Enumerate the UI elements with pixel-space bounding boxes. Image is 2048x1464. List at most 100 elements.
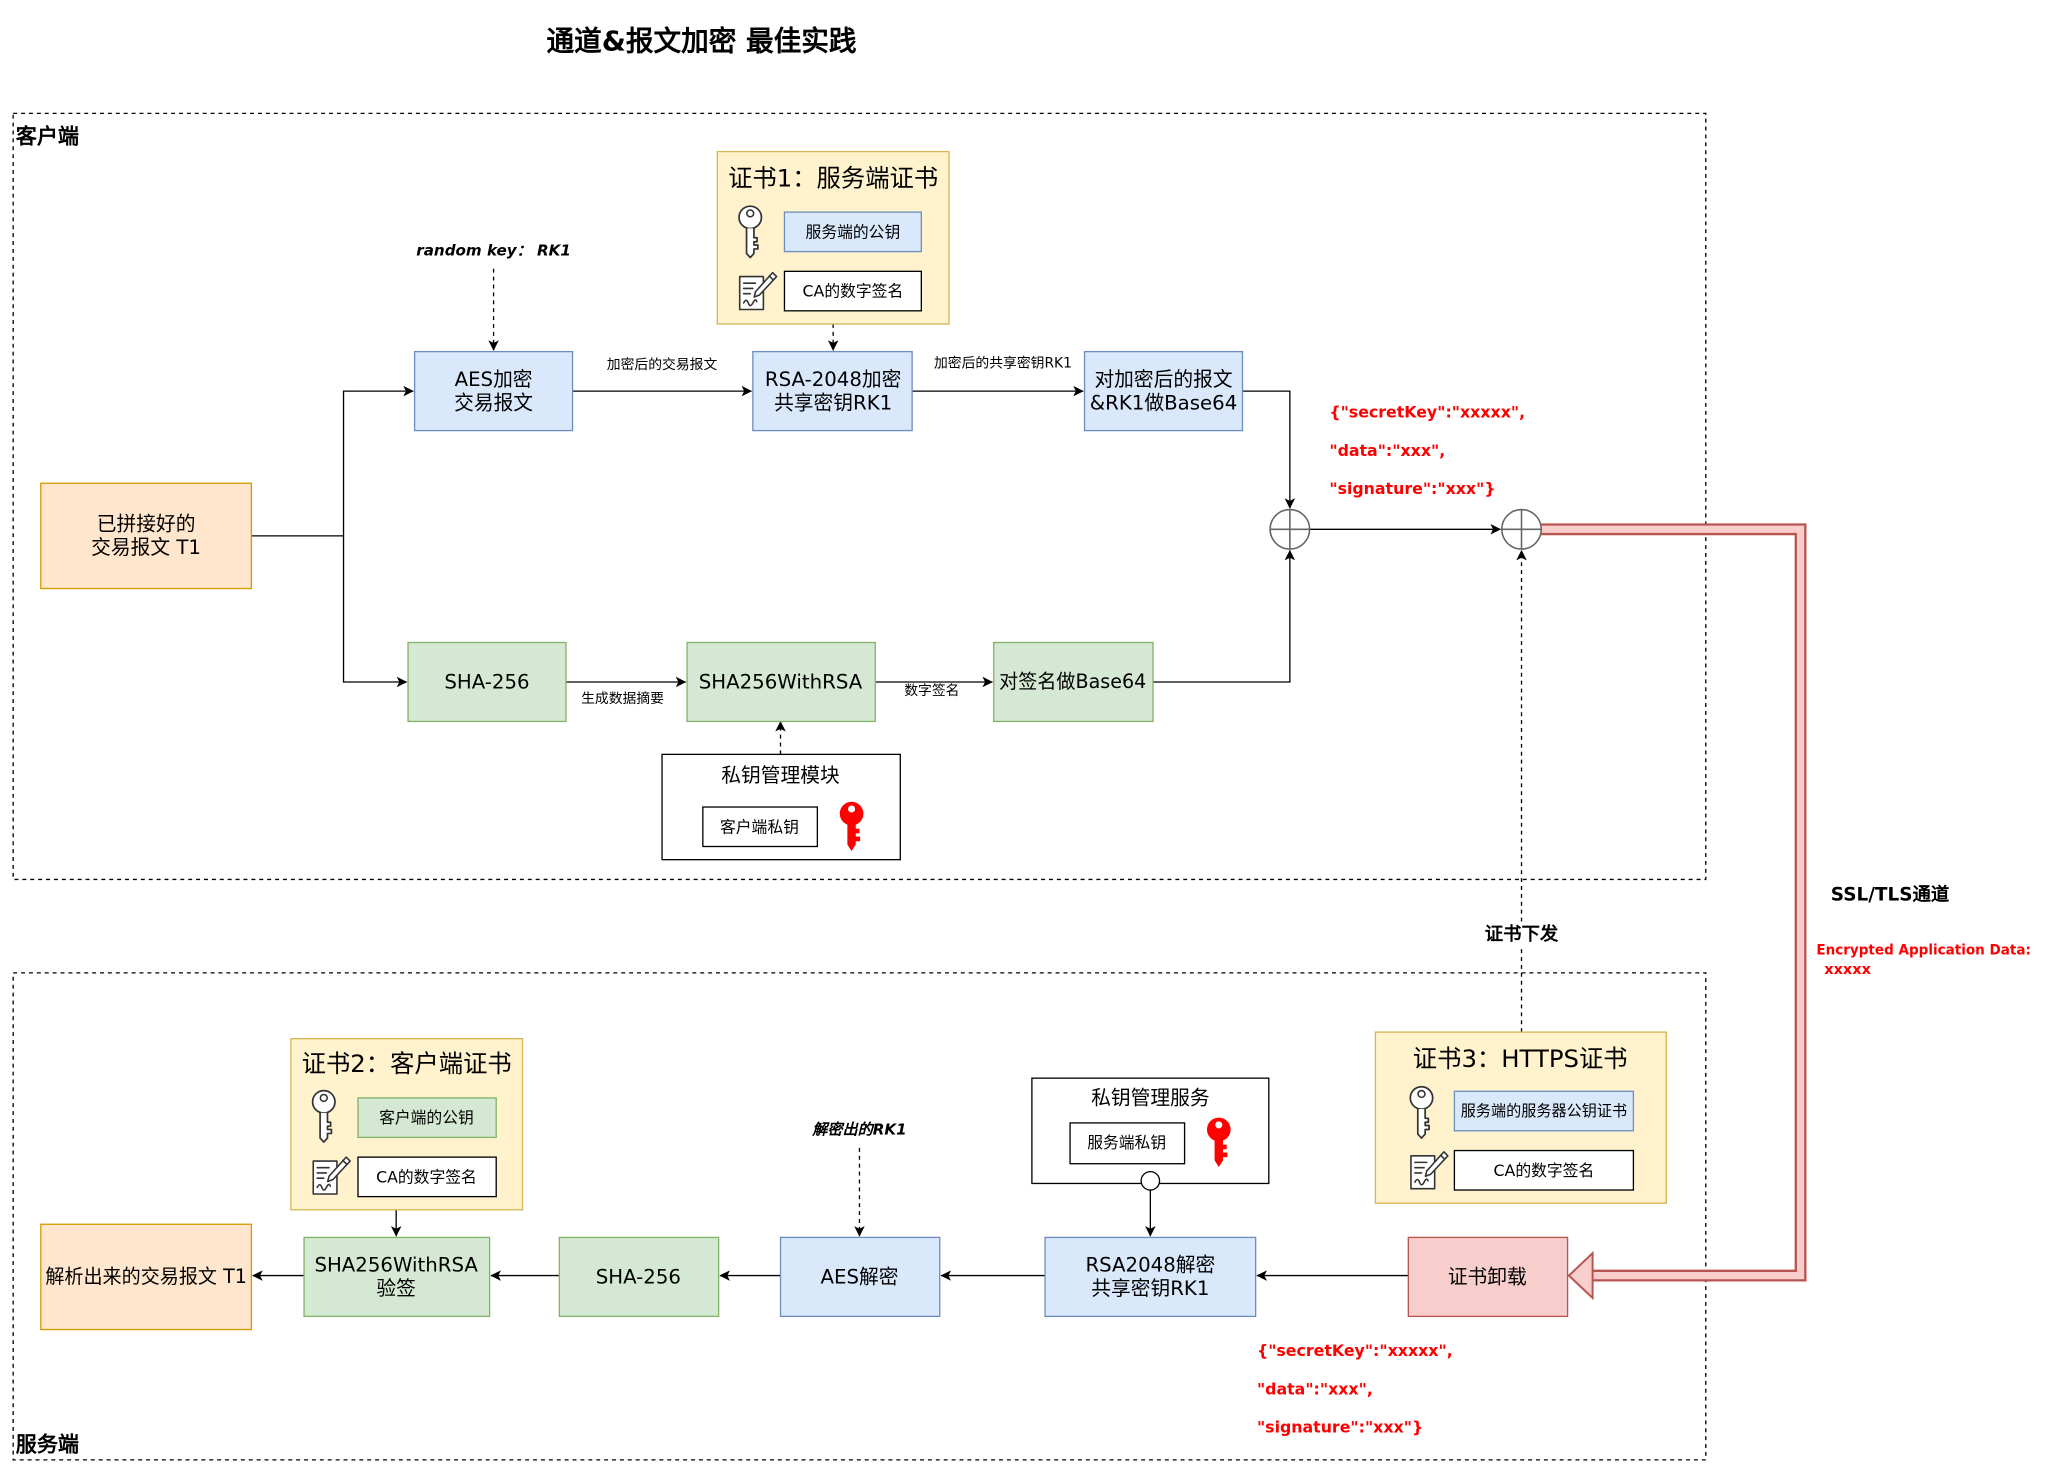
sha256-node-server: SHA-256 <box>558 1236 720 1318</box>
edge-label-encrypted-key: 加密后的共享密钥RK1 <box>934 354 1072 371</box>
aes-encrypt-node: AES加密 交易报文 <box>413 350 574 432</box>
cert3-public-cert-box <box>1453 1090 1635 1132</box>
base64-signature-node: 对签名做Base64 <box>993 641 1154 723</box>
cert-offload-node: 证书卸载 <box>1407 1236 1569 1318</box>
sign-label: SHA256WithRSA <box>699 670 863 693</box>
aes-encrypt-box <box>413 350 574 432</box>
cert-offload-label: 证书卸载 <box>1448 1265 1527 1288</box>
cert2-public-key: 客户端的公钥 <box>379 1108 474 1127</box>
verify-node: SHA256WithRSA 验签 <box>303 1236 491 1318</box>
server-payload-line2: "data":"xxx", <box>1257 1379 1373 1398</box>
cert2-public-key-box <box>357 1097 497 1139</box>
key-service-title: 私钥管理服务 <box>1091 1086 1209 1109</box>
client-private-key-box <box>702 806 819 848</box>
rsa-decrypt-node: RSA2048解密 共享密钥RK1 <box>1044 1236 1257 1318</box>
rsa-decrypt-line1: RSA2048解密 <box>1085 1254 1215 1277</box>
parsed-message-box <box>40 1223 253 1331</box>
source-message-line1: 已拼接好的 <box>97 513 196 536</box>
encrypted-data-value: xxxxx <box>1824 962 1871 978</box>
sha256-label-client: SHA-256 <box>444 670 529 693</box>
client-region-label: 客户端 <box>16 123 79 148</box>
aes-decrypt-label: AES解密 <box>820 1265 898 1288</box>
client-region <box>12 112 1707 881</box>
merge-circle-client <box>1269 508 1311 550</box>
base64-signature-label: 对签名做Base64 <box>999 671 1146 693</box>
ssl-channel-fill <box>1541 525 1805 1280</box>
edge-base64-signature-to-merge <box>1152 549 1296 683</box>
merge-circle-channel <box>1500 508 1543 550</box>
cert1-public-key: 服务端的公钥 <box>806 222 901 241</box>
verify-box <box>303 1236 491 1318</box>
cert1-server-certificate: 证书1：服务端证书 服务端的公钥 CA的数字签名 <box>716 150 950 325</box>
cert3-ca-signature: CA的数字签名 <box>1494 1161 1595 1180</box>
cert1-title: 证书1：服务端证书 <box>728 163 938 192</box>
decrypted-key-note: 解密出的RK1 <box>811 1120 906 1138</box>
verify-line2: 验签 <box>376 1277 416 1300</box>
aes-decrypt-box <box>779 1236 941 1318</box>
encrypted-data-label: Encrypted Application Data: <box>1816 942 2031 958</box>
cert3-title: 证书3：HTTPS证书 <box>1413 1044 1628 1073</box>
ssl-tls-channel <box>1541 523 1807 1301</box>
server-private-key: 服务端私钥 <box>1087 1133 1166 1152</box>
server-payload-line1: {"secretKey":"xxxxx", <box>1257 1341 1453 1360</box>
sign-box <box>686 641 876 723</box>
rsa-encrypt-node: RSA-2048加密 共享密钥RK1 <box>752 350 913 432</box>
cert-offload-box <box>1407 1236 1569 1318</box>
cert1-ca-signature: CA的数字签名 <box>803 282 904 301</box>
cert2-title: 证书2：客户端证书 <box>302 1049 512 1078</box>
page-title: 通道&报文加密 最佳实践 <box>547 24 857 57</box>
cert1-public-key-box <box>783 211 922 253</box>
client-payload: {"secretKey":"xxxxx", "data":"xxx", "sig… <box>1329 403 1525 498</box>
client-payload-line1: {"secretKey":"xxxxx", <box>1329 403 1525 422</box>
source-message-line2: 交易报文 T1 <box>91 536 201 559</box>
key-service-connector <box>1140 1170 1161 1191</box>
sha256-box-client <box>407 641 567 723</box>
aes-decrypt-node: AES解密 <box>779 1236 941 1318</box>
edge-source-to-sha256 <box>342 535 408 688</box>
source-message-node: 已拼接好的 交易报文 T1 <box>40 482 253 590</box>
rsa-encrypt-box <box>752 350 913 432</box>
sign-node: SHA256WithRSA <box>686 641 876 723</box>
source-message-box <box>40 482 253 590</box>
cert3-public-cert: 服务端的服务器公钥证书 <box>1461 1102 1627 1120</box>
base64-encrypted-line2: &RK1做Base64 <box>1090 391 1238 414</box>
aes-encrypt-line2: 交易报文 <box>454 391 533 414</box>
server-payload: {"secretKey":"xxxxx", "data":"xxx", "sig… <box>1257 1341 1453 1436</box>
cert1-ca-signature-box <box>783 270 922 312</box>
cert-delivery-label: 证书下发 <box>1485 923 1559 945</box>
ssl-channel-arrowhead <box>1567 1250 1594 1301</box>
cert3-ca-signature-box <box>1453 1149 1635 1191</box>
edge-label-signature: 数字签名 <box>904 682 959 699</box>
rsa-decrypt-line2: 共享密钥RK1 <box>1091 1277 1209 1300</box>
verify-line1: SHA256WithRSA <box>314 1254 478 1277</box>
cert2-ca-signature-box <box>357 1156 497 1198</box>
server-payload-line3: "signature":"xxx"} <box>1257 1417 1423 1436</box>
edge-source-to-aes <box>251 385 414 537</box>
rsa-decrypt-box <box>1044 1236 1257 1318</box>
sha256-label-server: SHA-256 <box>596 1265 681 1288</box>
aes-encrypt-line1: AES加密 <box>455 368 533 391</box>
parsed-message-label: 解析出来的交易报文 T1 <box>45 1266 247 1288</box>
sha256-node-client: SHA-256 <box>407 641 567 723</box>
edge-label-digest: 生成数据摘要 <box>581 690 664 707</box>
server-private-key-box <box>1069 1122 1186 1165</box>
base64-encrypted-box <box>1083 350 1244 432</box>
rsa-encrypt-line2: 共享密钥RK1 <box>774 391 892 414</box>
key-module-title: 私钥管理模块 <box>721 764 840 787</box>
cert3-https-certificate: 证书3：HTTPS证书 服务端的服务器公钥证书 CA的数字签名 <box>1374 1031 1667 1204</box>
cert-delivery-label-bg <box>1476 921 1567 948</box>
cert2-client-certificate: 证书2：客户端证书 客户端的公钥 CA的数字签名 <box>290 1038 524 1211</box>
base64-encrypted-line1: 对加密后的报文 <box>1094 368 1232 391</box>
key-module-client: 私钥管理模块 客户端私钥 <box>661 753 901 861</box>
server-region <box>12 972 1707 1461</box>
rsa-encrypt-line1: RSA-2048加密 <box>765 368 901 391</box>
parsed-message-node: 解析出来的交易报文 T1 <box>40 1223 253 1331</box>
client-payload-line3: "signature":"xxx"} <box>1329 479 1495 498</box>
random-key-note: random key： RK1 <box>416 241 571 259</box>
sha256-box-server <box>558 1236 720 1318</box>
server-region-label: 服务端 <box>16 1432 79 1457</box>
client-payload-line2: "data":"xxx", <box>1329 441 1445 460</box>
ssl-channel-label: SSL/TLS通道 <box>1831 884 1950 906</box>
key-service-server: 私钥管理服务 服务端私钥 <box>1031 1077 1270 1191</box>
